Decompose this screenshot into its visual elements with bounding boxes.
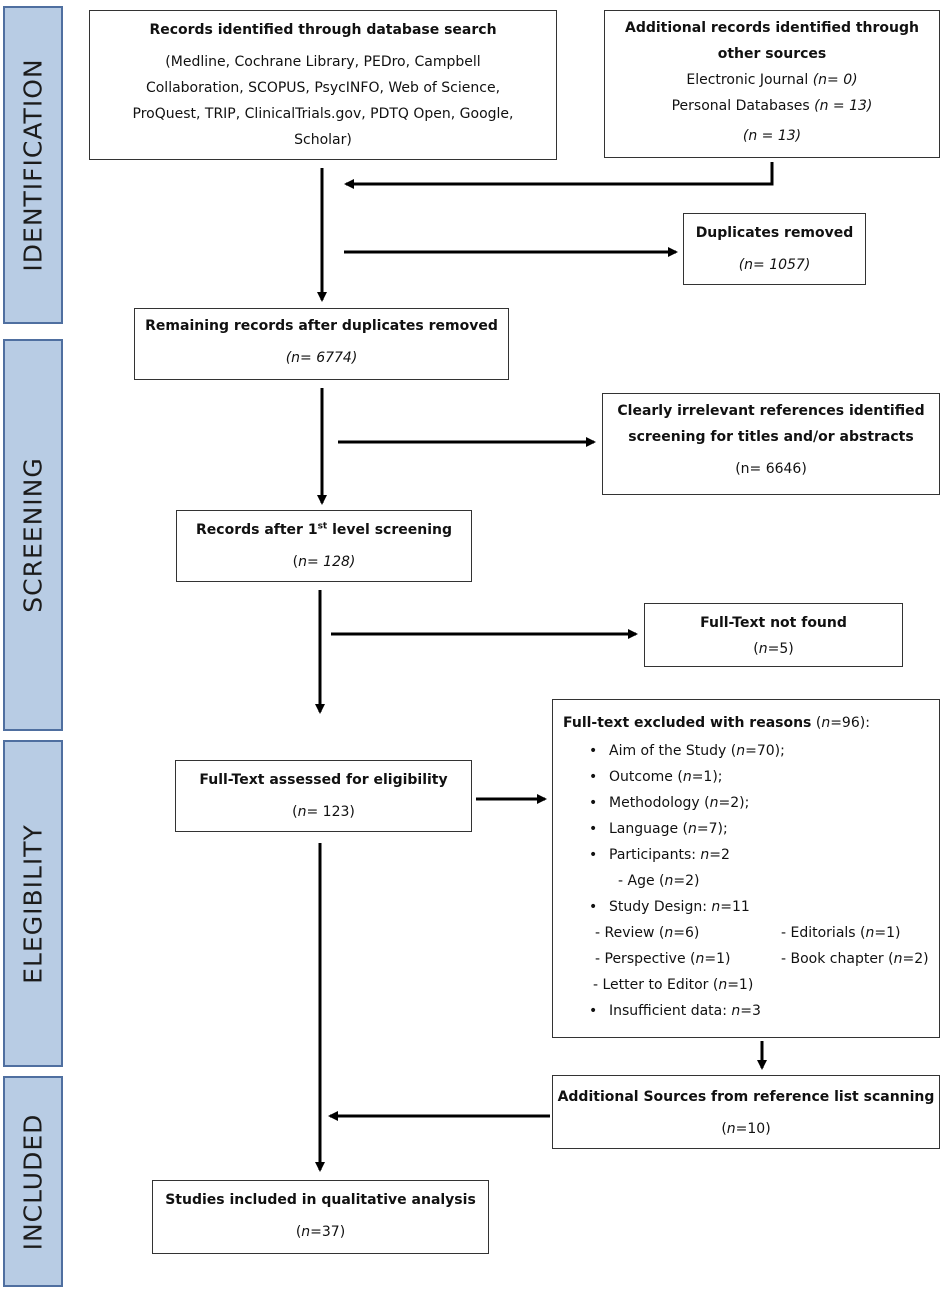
excluded-box: Full-text excluded with reasons (n=96): …: [552, 699, 940, 1038]
reason-aim: Aim of the Study (n=70);: [589, 738, 939, 764]
additional-sources-box: Additional Sources from reference list s…: [552, 1075, 940, 1149]
phase-screening: SCREENING: [3, 339, 63, 731]
reason-language: Language (n=7);: [589, 816, 939, 842]
db-search-line: Collaboration, SCOPUS, PsycINFO, Web of …: [145, 80, 501, 96]
first-level-title: Records after 1st level screening: [196, 521, 452, 538]
first-level-box: Records after 1st level screening (n= 12…: [176, 510, 472, 582]
irrelevant-title: screening for titles and/or abstracts: [628, 429, 914, 445]
not-found-count: (n=5): [753, 641, 794, 657]
duplicates-box: Duplicates removed (n= 1057): [683, 213, 866, 285]
reason-letter: - Letter to Editor (n=1): [593, 977, 754, 993]
db-search-line: (Medline, Cochrane Library, PEDro, Campb…: [165, 54, 481, 70]
assessed-box: Full-Text assessed for eligibility (n= 1…: [175, 760, 472, 832]
duplicates-count: (n= 1057): [738, 257, 811, 273]
remaining-count: (n= 6774): [285, 350, 358, 366]
phase-eligibility: ELEGIBILITY: [3, 740, 63, 1067]
duplicates-title: Duplicates removed: [695, 225, 854, 241]
reason-methodology: Methodology (n=2);: [589, 790, 939, 816]
included-title: Studies included in qualitative analysis: [165, 1192, 476, 1208]
irrelevant-box: Clearly irrelevant references identified…: [602, 393, 940, 495]
assessed-title: Full-Text assessed for eligibility: [199, 772, 448, 788]
reason-insufficient-data: Insufficient data: n=3: [589, 998, 939, 1024]
personal-databases-line: Personal Databases (n = 13): [671, 98, 873, 114]
exclusion-reasons-list-3: Insufficient data: n=3: [563, 998, 939, 1024]
reason-editorials: - Editorials (n=1): [781, 925, 901, 941]
first-level-count: (n= 128): [292, 554, 356, 570]
additional-sources-count: (n=10): [721, 1121, 771, 1137]
assessed-count: (n= 123): [292, 804, 355, 820]
exclusion-reasons-list-2: Study Design: n=11: [563, 894, 939, 920]
remaining-title: Remaining records after duplicates remov…: [145, 318, 498, 334]
reason-outcome: Outcome (n=1);: [589, 764, 939, 790]
phase-included: INCLUDED: [3, 1076, 63, 1287]
irrelevant-title: Clearly irrelevant references identified: [617, 403, 925, 419]
included-count: (n=37): [295, 1224, 346, 1240]
arrow-other-sources-merge: [344, 162, 774, 189]
phase-identification: IDENTIFICATION: [3, 6, 63, 324]
db-search-box: Records identified through database sear…: [89, 10, 557, 160]
not-found-title: Full-Text not found: [700, 615, 847, 631]
reason-review-editorials: - Review (n=6) - Editorials (n=1): [563, 920, 939, 946]
reason-perspective-book: - Perspective (n=1) - Book chapter (n=2): [563, 946, 939, 972]
db-search-line: Scholar): [294, 132, 352, 148]
remaining-box: Remaining records after duplicates remov…: [134, 308, 509, 380]
exclusion-reasons-list: Aim of the Study (n=70); Outcome (n=1); …: [563, 738, 939, 868]
reason-age: - Age (n=2): [618, 873, 700, 889]
db-search-line: ProQuest, TRIP, ClinicalTrials.gov, PDTQ…: [132, 106, 514, 122]
reason-participants: Participants: n=2: [589, 842, 939, 868]
included-box: Studies included in qualitative analysis…: [152, 1180, 489, 1254]
excluded-title: Full-text excluded with reasons (n=96):: [563, 715, 870, 731]
not-found-box: Full-Text not found (n=5): [644, 603, 903, 667]
other-sources-total: (n = 13): [742, 128, 802, 144]
other-sources-title: Additional records identified through: [625, 20, 919, 36]
other-sources-title: other sources: [717, 46, 827, 62]
db-search-title: Records identified through database sear…: [149, 22, 497, 38]
other-sources-box: Additional records identified through ot…: [604, 10, 940, 158]
additional-sources-title: Additional Sources from reference list s…: [557, 1089, 935, 1105]
irrelevant-count: (n= 6646): [735, 461, 807, 477]
reason-perspective: - Perspective (n=1): [595, 951, 731, 967]
reason-review: - Review (n=6): [595, 925, 700, 941]
reason-study-design: Study Design: n=11: [589, 894, 939, 920]
reason-book-chapter: - Book chapter (n=2): [781, 951, 929, 967]
electronic-journal-line: Electronic Journal (n= 0): [686, 72, 858, 88]
